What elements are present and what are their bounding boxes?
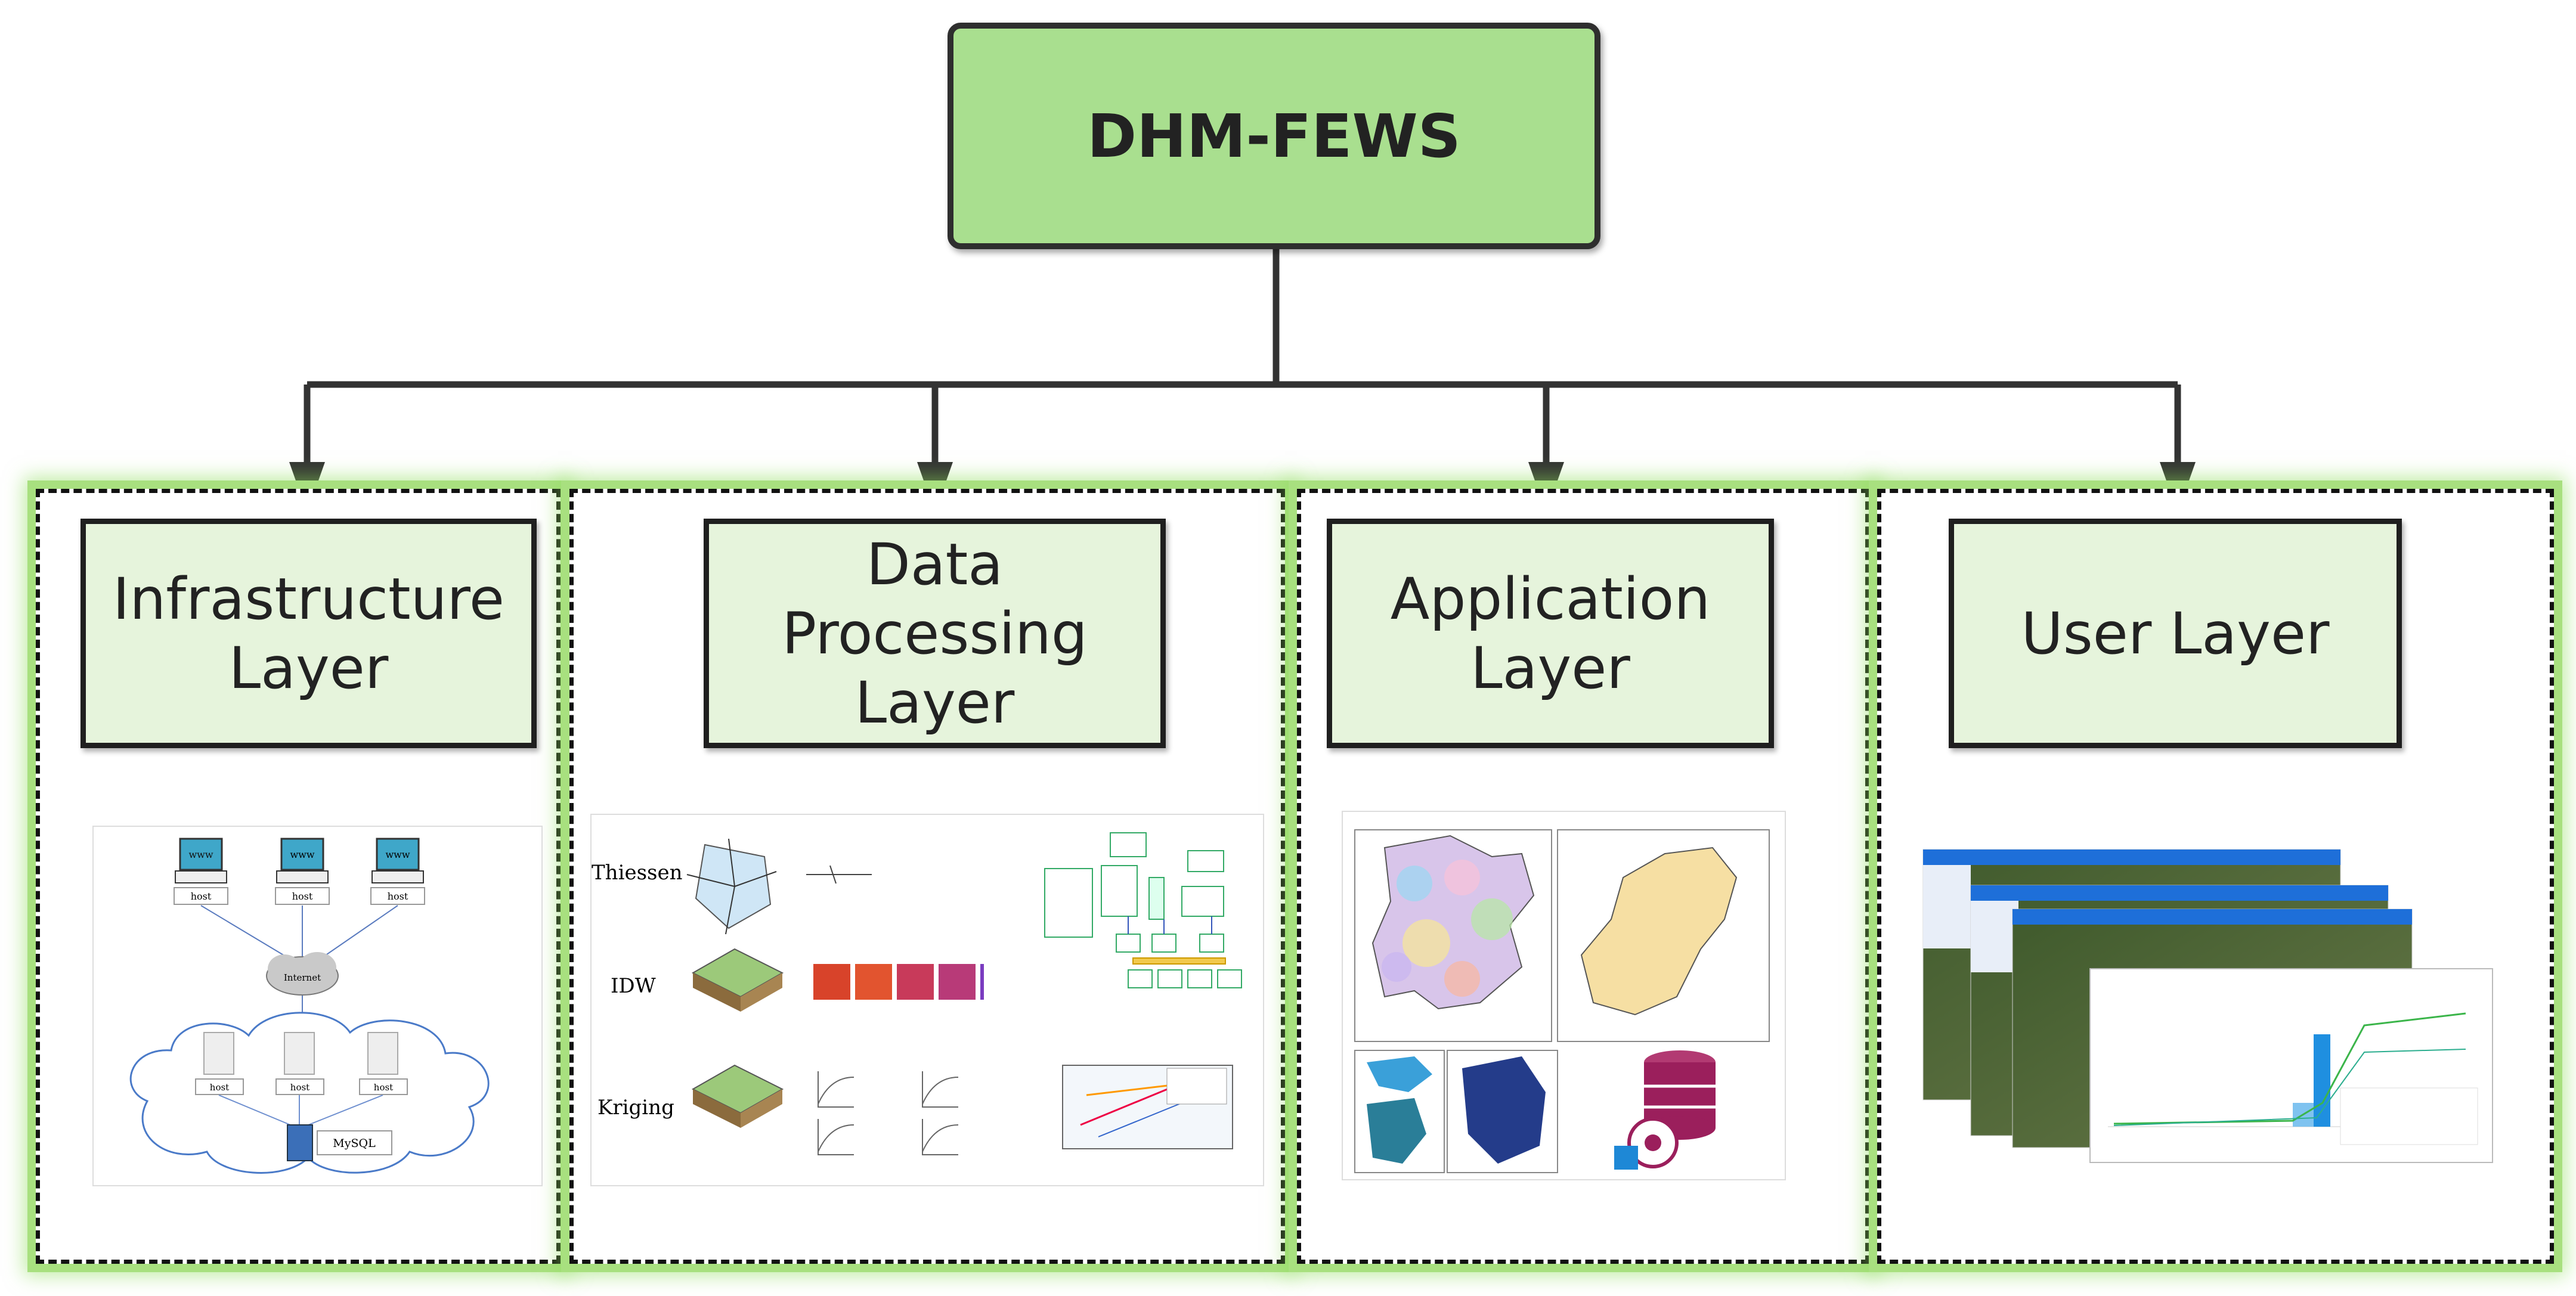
kriging-terrain-icon: [691, 1064, 784, 1128]
interpolation-methods: Thiessen IDW Kriging: [592, 832, 1242, 1155]
region-map: [1367, 1098, 1426, 1164]
client-label-3: www: [385, 849, 410, 860]
web-ui-collage: [1922, 849, 2493, 1163]
thiessen-label: Thiessen: [592, 861, 683, 885]
time-series-panel: [2089, 968, 2493, 1163]
server-label-2: host: [290, 1082, 309, 1093]
kriging-variograms: [818, 1071, 959, 1155]
application-maps: [1342, 811, 1786, 1180]
client-host-label-2: host: [292, 891, 313, 902]
client-computers: www host www host www host: [174, 838, 425, 905]
thiessen-formula: [806, 865, 872, 884]
user-screenshots: [1911, 847, 2501, 1168]
validation-map: [1062, 1065, 1233, 1149]
processing-flowchart: [1044, 832, 1242, 988]
servers: host host host: [195, 1032, 408, 1095]
network-diagram: www host www host www host: [129, 838, 490, 1174]
client-host-label-3: host: [388, 891, 408, 902]
arrow-head-2: [917, 462, 953, 513]
database-label: MySQL: [333, 1137, 376, 1150]
root-node: DHM-FEWS: [948, 23, 1600, 249]
data-processing-layer-title: Data Processing Layer: [704, 519, 1166, 748]
database-server: MySQL: [287, 1124, 392, 1161]
root-title: DHM-FEWS: [1087, 101, 1461, 171]
client-label-1: www: [188, 849, 213, 860]
basin-map: [1580, 847, 1738, 1016]
database-settings-icon: [1614, 1050, 1716, 1170]
server-label-1: host: [210, 1082, 229, 1093]
infrastructure-diagram: www host www host www host: [92, 826, 543, 1186]
client-host-label-1: host: [191, 891, 212, 902]
internet-cloud: Internet: [266, 952, 339, 996]
elevation-map: [1462, 1056, 1546, 1164]
client-label-2: www: [290, 849, 314, 860]
arrow-head-3: [1528, 462, 1564, 513]
idw-label: IDW: [611, 974, 656, 998]
infrastructure-layer-title: Infrastructure Layer: [80, 519, 537, 748]
idw-heatmaps: [813, 964, 984, 1000]
cloud-label: Internet: [284, 972, 321, 983]
arrow-head-4: [2160, 462, 2196, 513]
idw-terrain-icon: [691, 948, 784, 1012]
kriging-label: Kriging: [597, 1096, 674, 1120]
application-map-collage: [1354, 829, 1770, 1173]
data-processing-diagram: Thiessen IDW Kriging: [590, 814, 1264, 1186]
application-layer-title: Application Layer: [1327, 519, 1774, 748]
thiessen-polygons-icon: [686, 838, 777, 935]
arrow-head-1: [289, 462, 325, 513]
server-label-3: host: [374, 1082, 393, 1093]
user-layer-title: User Layer: [1949, 519, 2402, 748]
